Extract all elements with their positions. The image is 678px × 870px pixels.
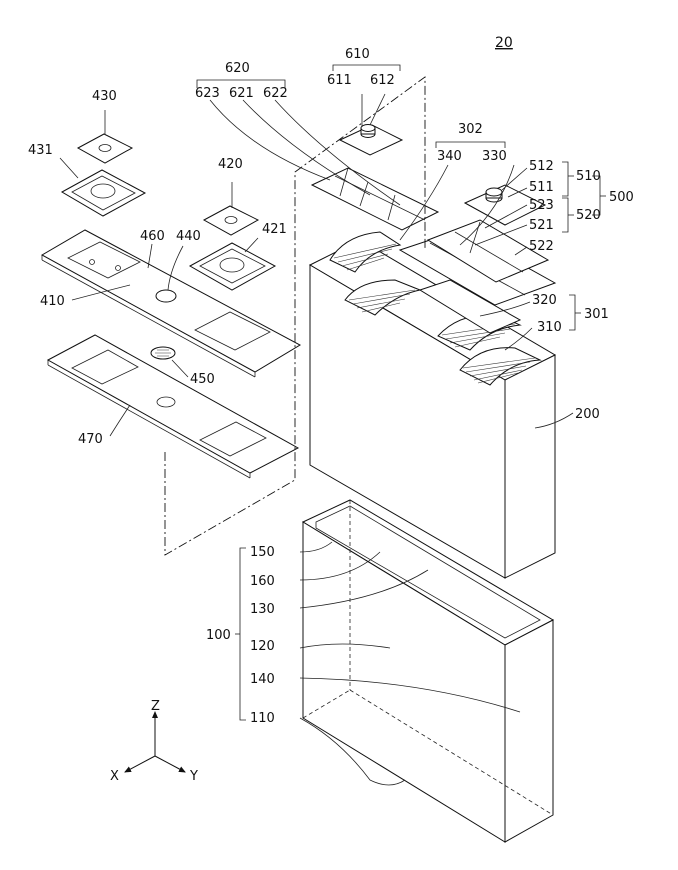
axis-triad: Z X Y bbox=[110, 699, 198, 784]
label-302: 302 bbox=[458, 122, 483, 137]
label-521: 521 bbox=[529, 218, 554, 233]
bus-bar-620 bbox=[312, 168, 438, 230]
label-320: 320 bbox=[532, 293, 557, 308]
label-140: 140 bbox=[250, 672, 275, 687]
label-510: 510 bbox=[576, 169, 601, 184]
label-522: 522 bbox=[529, 239, 554, 254]
label-340: 340 bbox=[437, 149, 462, 164]
label-440: 440 bbox=[176, 229, 201, 244]
label-623: 623 bbox=[195, 86, 220, 101]
axis-z-label: Z bbox=[151, 699, 160, 714]
label-610: 610 bbox=[345, 47, 370, 62]
label-620: 620 bbox=[225, 61, 250, 76]
label-470: 470 bbox=[78, 432, 103, 447]
label-301: 301 bbox=[584, 307, 609, 322]
label-130: 130 bbox=[250, 602, 275, 617]
label-421: 421 bbox=[262, 222, 287, 237]
label-431: 431 bbox=[28, 143, 53, 158]
vent-450 bbox=[151, 347, 175, 359]
label-523: 523 bbox=[529, 198, 554, 213]
label-310: 310 bbox=[537, 320, 562, 335]
label-612: 612 bbox=[370, 73, 395, 88]
label-200: 200 bbox=[575, 407, 600, 422]
label-120: 120 bbox=[250, 639, 275, 654]
label-430: 430 bbox=[92, 89, 117, 104]
terminal-431 bbox=[62, 170, 145, 216]
label-500: 500 bbox=[609, 190, 634, 205]
figure-number: 20 bbox=[495, 35, 513, 51]
label-100: 100 bbox=[206, 628, 231, 643]
label-410: 410 bbox=[40, 294, 65, 309]
label-110: 110 bbox=[250, 711, 275, 726]
terminal-430 bbox=[78, 134, 132, 163]
label-621: 621 bbox=[229, 86, 254, 101]
axis-y-label: Y bbox=[189, 769, 198, 784]
terminal-420 bbox=[204, 206, 258, 235]
label-622: 622 bbox=[263, 86, 288, 101]
axis-x-label: X bbox=[110, 769, 119, 784]
label-150: 150 bbox=[250, 545, 275, 560]
label-520: 520 bbox=[576, 208, 601, 223]
label-512: 512 bbox=[529, 159, 554, 174]
label-460: 460 bbox=[140, 229, 165, 244]
label-611: 611 bbox=[327, 73, 352, 88]
label-511: 511 bbox=[529, 180, 554, 195]
label-420: 420 bbox=[218, 157, 243, 172]
label-450: 450 bbox=[190, 372, 215, 387]
label-330: 330 bbox=[482, 149, 507, 164]
terminal-610 bbox=[340, 125, 402, 156]
label-160: 160 bbox=[250, 574, 275, 589]
terminal-421 bbox=[190, 243, 275, 290]
